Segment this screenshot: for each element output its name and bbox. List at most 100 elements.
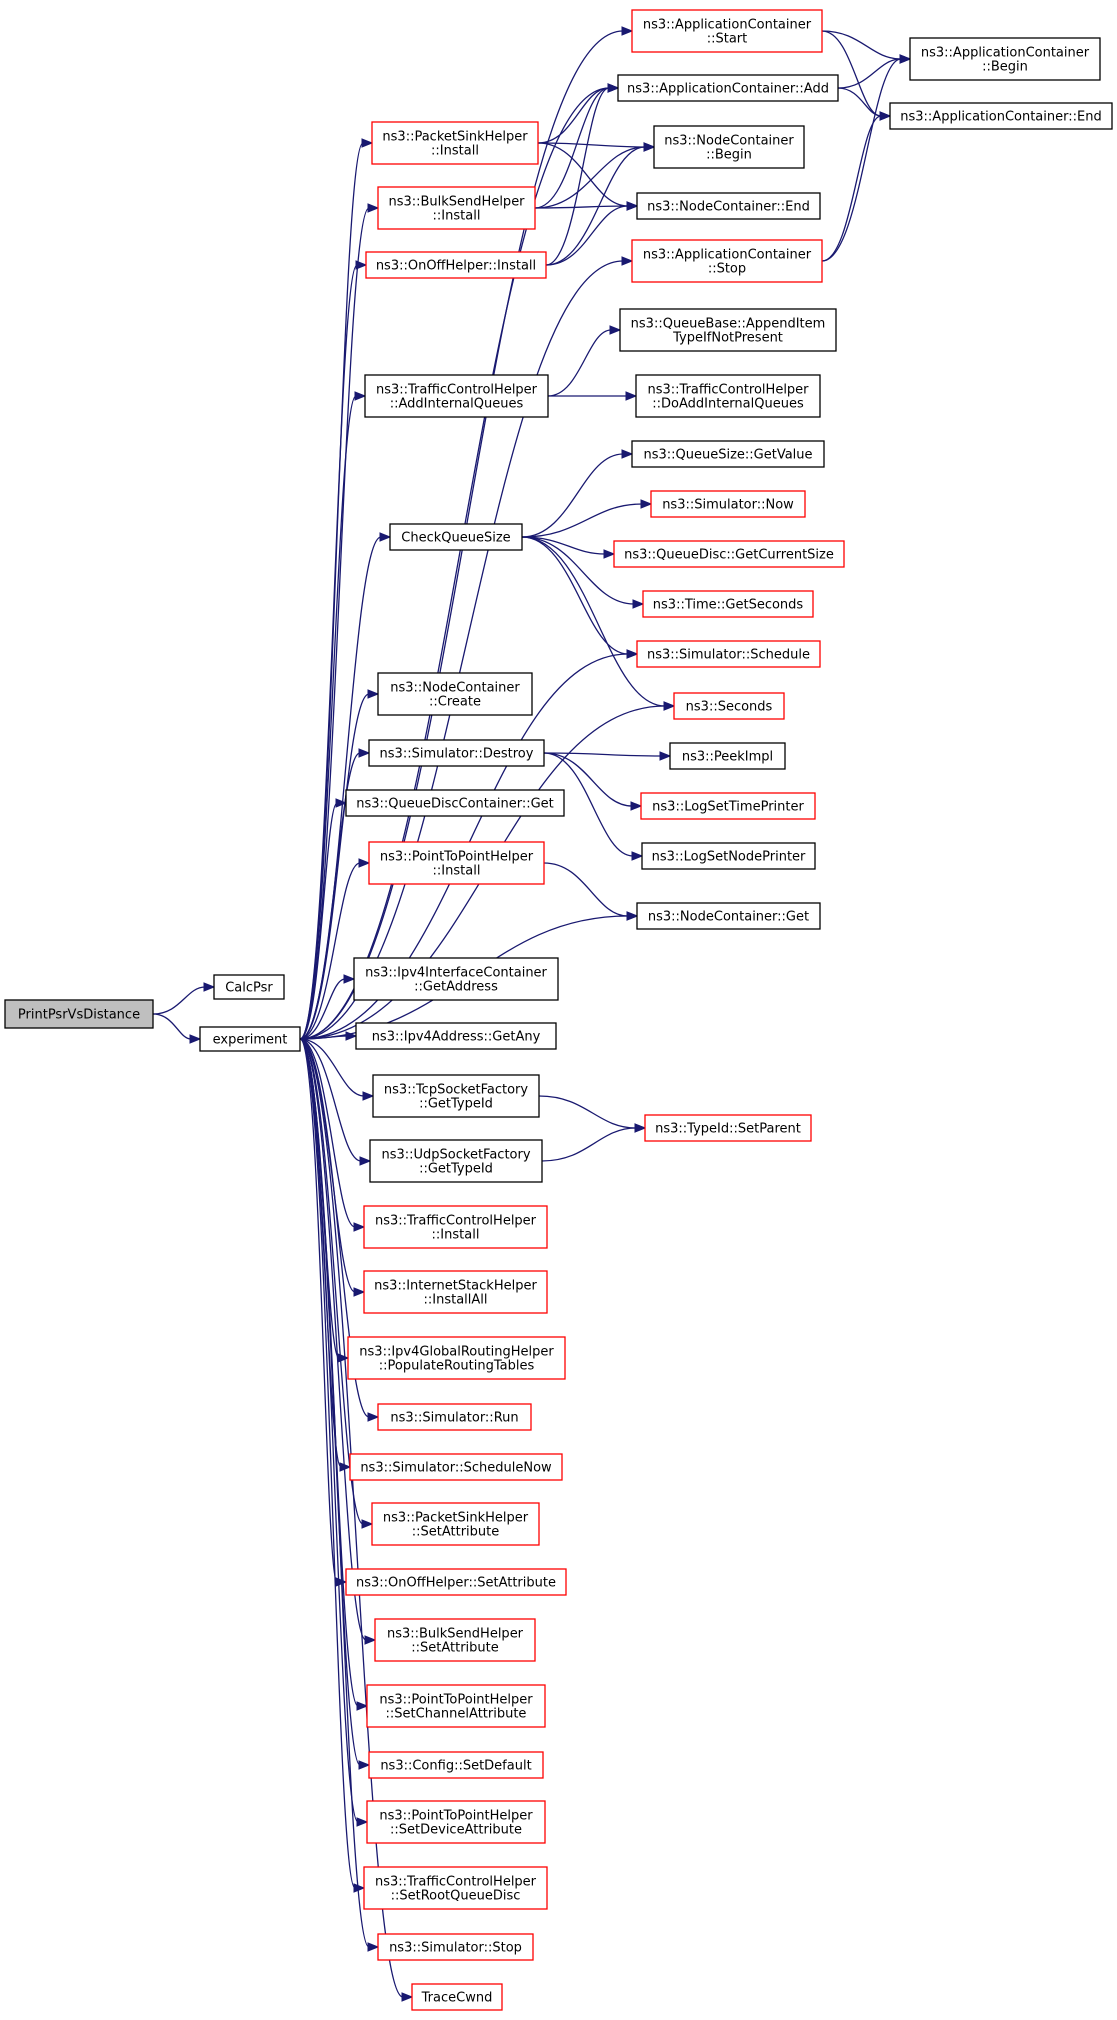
- node-appbegin[interactable]: ns3::ApplicationContainer::Begin: [909, 37, 1101, 81]
- edge-line: [299, 1038, 370, 1948]
- node-p2pdev[interactable]: ns3::PointToPointHelper::SetDeviceAttrib…: [366, 1800, 546, 1844]
- edge-line: [299, 87, 610, 1040]
- node-ipv4getaddr[interactable]: ns3::Ipv4InterfaceContainer::GetAddress: [353, 957, 559, 1001]
- node-tcpsf[interactable]: ns3::TcpSocketFactory::GetTypeId: [372, 1074, 540, 1118]
- call-edge-simdestroy-to-logtime: [543, 752, 643, 811]
- node-ipv4any[interactable]: ns3::Ipv4Address::GetAny: [355, 1022, 557, 1050]
- arrowhead: [401, 1992, 414, 2002]
- arrowhead: [367, 1412, 380, 1422]
- node-simstop[interactable]: ns3::Simulator::Stop: [377, 1933, 534, 1961]
- call-edge-experiment-to-tcinst: [299, 1038, 366, 1232]
- node-simdestroy[interactable]: ns3::Simulator::Destroy: [368, 739, 545, 767]
- node-tracecwnd[interactable]: TraceCwnd: [411, 1983, 503, 2011]
- node-simnow[interactable]: ns3::Simulator::Now: [650, 490, 806, 518]
- arrowhead: [343, 974, 356, 984]
- node-onoffattr[interactable]: ns3::OnOffHelper::SetAttribute: [345, 1568, 567, 1596]
- node-peekimpl[interactable]: ns3::PeekImpl: [669, 742, 786, 770]
- node-box: [909, 37, 1101, 81]
- node-checkq[interactable]: CheckQueueSize: [389, 523, 523, 551]
- node-simschednow[interactable]: ns3::Simulator::ScheduleNow: [349, 1453, 563, 1481]
- node-qbappend[interactable]: ns3::QueueBase::AppendItemTypeIfNotPrese…: [619, 308, 837, 352]
- arrowhead: [356, 1701, 369, 1711]
- node-onoffinst[interactable]: ns3::OnOffHelper::Install: [365, 251, 547, 279]
- node-p2pchan[interactable]: ns3::PointToPointHelper::SetChannelAttri…: [366, 1684, 546, 1728]
- node-box: [641, 842, 816, 870]
- node-label: ns3::Ipv4GlobalRoutingHelper: [359, 1345, 554, 1360]
- edge-line: [534, 146, 646, 209]
- node-calcpsr[interactable]: CalcPsr: [213, 974, 285, 1000]
- node-label: ns3::Config::SetDefault: [380, 1759, 531, 1774]
- node-inetall[interactable]: ns3::InternetStackHelper::InstallAll: [363, 1270, 548, 1314]
- node-box: [371, 1502, 540, 1546]
- call-edge-appstop-to-appbegin: [821, 54, 912, 262]
- node-bulkattr[interactable]: ns3::BulkSendHelper::SetAttribute: [374, 1618, 536, 1662]
- node-pktsinkattr[interactable]: ns3::PacketSinkHelper::SetAttribute: [371, 1502, 540, 1546]
- node-logtime[interactable]: ns3::LogSetTimePrinter: [640, 792, 816, 820]
- arrowhead: [353, 1222, 366, 1232]
- node-appadd[interactable]: ns3::ApplicationContainer::Add: [617, 74, 839, 102]
- node-label: ns3::ApplicationContainer: [643, 18, 812, 33]
- node-seconds[interactable]: ns3::Seconds: [673, 692, 785, 720]
- node-setparent[interactable]: ns3::TypeId::SetParent: [644, 1114, 812, 1142]
- node-tcinst[interactable]: ns3::TrafficControlHelper::Install: [363, 1205, 548, 1249]
- edge-line: [837, 87, 882, 117]
- node-box: [653, 125, 805, 169]
- node-append[interactable]: ns3::ApplicationContainer::End: [889, 102, 1113, 130]
- node-qdcget[interactable]: ns3::QueueDiscContainer::Get: [345, 789, 565, 817]
- node-label: ns3::Simulator::Stop: [389, 1941, 522, 1956]
- node-nccreate[interactable]: ns3::NodeContainer::Create: [377, 672, 533, 716]
- arrowhead: [189, 1034, 202, 1044]
- arrowhead: [626, 911, 639, 921]
- edge-line: [299, 1035, 348, 1040]
- arrowhead: [364, 1635, 377, 1645]
- node-label: ::GetTypeId: [419, 1097, 493, 1112]
- node-tcaddq[interactable]: ns3::TrafficControlHelper::AddInternalQu…: [364, 374, 549, 418]
- node-ncbegin[interactable]: ns3::NodeContainer::Begin: [653, 125, 805, 169]
- node-appstart[interactable]: ns3::ApplicationContainer::Start: [631, 9, 823, 53]
- node-label: ::Stop: [708, 262, 746, 277]
- node-label: CalcPsr: [225, 981, 273, 996]
- call-edge-experiment-to-p2pinst: [299, 858, 371, 1040]
- node-label: ns3::NodeContainer: [664, 134, 794, 149]
- node-p2pinst[interactable]: ns3::PointToPointHelper::Install: [368, 841, 545, 885]
- node-label: ns3::TrafficControlHelper: [375, 1875, 537, 1890]
- arrowhead: [335, 798, 348, 808]
- call-edge-checkq-to-qsgetval: [521, 449, 634, 538]
- edge-line: [299, 978, 346, 1040]
- arrowhead: [659, 751, 672, 761]
- node-timegetsec[interactable]: ns3::Time::GetSeconds: [642, 590, 814, 618]
- node-appstop[interactable]: ns3::ApplicationContainer::Stop: [631, 239, 823, 283]
- edge-line: [545, 205, 629, 266]
- node-qdcursize[interactable]: ns3::QueueDisc::GetCurrentSize: [613, 540, 845, 568]
- node-box: [4, 999, 154, 1029]
- node-label: ns3::QueueDisc::GetCurrentSize: [624, 548, 834, 563]
- node-bulkinst[interactable]: ns3::BulkSendHelper::Install: [377, 186, 536, 230]
- node-udpsf[interactable]: ns3::UdpSocketFactory::GetTypeId: [369, 1139, 543, 1183]
- edge-line: [521, 536, 635, 605]
- edge-line: [545, 87, 610, 266]
- node-ncget[interactable]: ns3::NodeContainer::Get: [636, 902, 821, 930]
- arrowhead: [621, 26, 634, 36]
- node-label: ns3::ApplicationContainer::Add: [627, 82, 829, 97]
- node-root[interactable]: PrintPsrVsDistance: [4, 999, 154, 1029]
- call-edge-experiment-to-onoffinst: [299, 260, 368, 1040]
- node-experiment[interactable]: experiment: [199, 1026, 301, 1052]
- node-ipv4glob[interactable]: ns3::Ipv4GlobalRoutingHelper::PopulateRo…: [347, 1336, 566, 1380]
- node-lognode[interactable]: ns3::LogSetNodePrinter: [641, 842, 816, 870]
- node-simrun[interactable]: ns3::Simulator::Run: [377, 1403, 532, 1431]
- call-edge-checkq-to-simsched: [521, 536, 639, 659]
- node-pktsinkinst[interactable]: ns3::PacketSinkHelper::Install: [371, 121, 539, 165]
- node-cfgdefault[interactable]: ns3::Config::SetDefault: [368, 1751, 544, 1779]
- arrowhead: [358, 748, 371, 758]
- node-tcroot[interactable]: ns3::TrafficControlHelper::SetRootQueueD…: [363, 1866, 548, 1910]
- node-qsgetval[interactable]: ns3::QueueSize::GetValue: [631, 440, 825, 468]
- node-label: ns3::Seconds: [686, 700, 773, 715]
- call-edge-experiment-to-bulkattr: [299, 1038, 377, 1645]
- node-box: [631, 9, 823, 53]
- node-label: ::SetRootQueueDisc: [391, 1889, 521, 1904]
- node-tcdoadd[interactable]: ns3::TrafficControlHelper::DoAddInternal…: [635, 374, 821, 418]
- edge-line: [299, 1038, 370, 1418]
- node-simsched[interactable]: ns3::Simulator::Schedule: [636, 640, 821, 668]
- node-ncend[interactable]: ns3::NodeContainer::End: [636, 192, 821, 220]
